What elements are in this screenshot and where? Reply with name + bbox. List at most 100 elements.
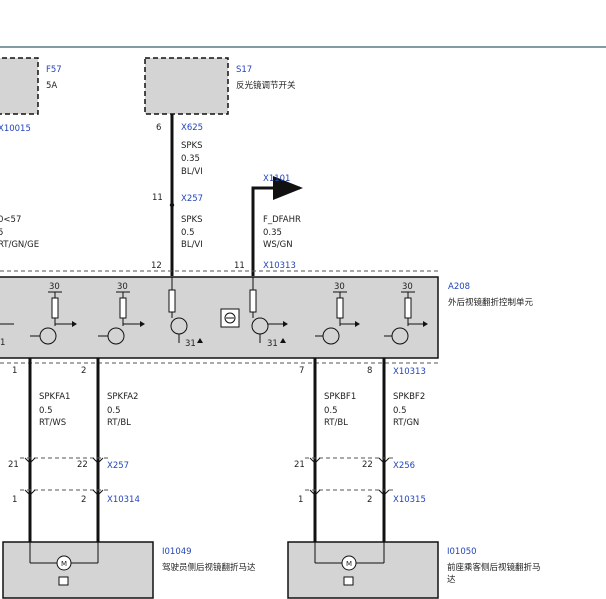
fuse-f57[interactable]: F57 5A X10015 — [0, 57, 62, 134]
left-edge-pin: 1 — [0, 338, 5, 348]
connector-cup-right — [378, 489, 390, 496]
wire-fdfahr[interactable] — [251, 176, 303, 276]
wire-signal: SPKS — [181, 141, 203, 151]
connector-x256[interactable]: 21 22 X256 — [294, 457, 415, 491]
connector-pin-a: 21 — [294, 460, 305, 470]
x1101-label: X1101 — [263, 174, 290, 184]
connector-id: X257 — [107, 461, 129, 471]
wire-gauge: 0.35 — [181, 154, 200, 164]
motor-icon — [56, 555, 72, 571]
connector-x10315[interactable]: 1 2 X10315 — [298, 489, 426, 505]
wire-color: RT/BL — [107, 418, 131, 428]
motor-i01049[interactable]: M I01049 驾驶员侧后视镜翻折马达 — [2, 541, 256, 599]
resistor — [168, 289, 176, 313]
wire-fdfahr-label: F_DFAHR 0.35 WS/GN — [263, 215, 301, 250]
transistor-4: 30 — [384, 282, 428, 345]
module-bottom-pin-8: 8 — [367, 366, 372, 376]
control-arrow-head — [355, 321, 360, 327]
connector-cup-right — [92, 457, 104, 464]
module-name: 外后视镜翻折控制单元 — [448, 297, 534, 308]
module-bottom-pin-1: 1 — [12, 366, 17, 376]
wire-signal: SPKS — [181, 215, 203, 225]
switch-name: 反光镜调节开关 — [236, 80, 296, 91]
wire-signal: SPKBF2 — [393, 392, 425, 402]
wire-signal: SPKBF1 — [324, 392, 356, 402]
motor-box — [2, 541, 154, 599]
connector-id: X10315 — [393, 495, 426, 505]
connector-pin-b: 22 — [362, 460, 373, 470]
motor-id: I01049 — [162, 547, 192, 557]
connector-x257-dot — [169, 202, 175, 208]
supply-label: 30 — [334, 282, 345, 292]
supply-label: 30 — [49, 282, 60, 292]
module-top-pin-11: 11 — [234, 261, 245, 271]
fuse-connector: X10015 — [0, 124, 31, 134]
motor-plug-icon — [58, 576, 69, 586]
connector-x10314[interactable]: 1 2 X10314 — [12, 489, 140, 505]
switch-s17[interactable]: S17 反光镜调节开关 6 X625 — [144, 57, 296, 133]
wire-color: RT/WS — [39, 418, 66, 428]
fuse-f57-box — [0, 57, 39, 115]
resistor — [249, 289, 257, 313]
connector-cup-left — [309, 457, 321, 464]
fuse-rating: 5A — [46, 81, 57, 91]
wire-color: RT/GN/GE — [0, 240, 39, 250]
left-partial-wire-label: 0<57 5 RT/GN/GE — [0, 215, 39, 250]
module-bottom-connector: X10313 — [393, 367, 426, 377]
module-bottom-pin-7: 7 — [299, 366, 304, 376]
module-bottom-pin-2: 2 — [81, 366, 86, 376]
module-a208[interactable]: A208 外后视镜翻折控制单元 30 30 — [0, 276, 534, 359]
ground-symbol — [197, 338, 203, 343]
connector-cup-left — [309, 489, 321, 496]
connector-x257-id: X257 — [181, 194, 203, 204]
control-arrow-head — [72, 321, 77, 327]
fuse-id: F57 — [46, 65, 62, 75]
switch-s17-box — [144, 57, 229, 115]
wire-signal: F_DFAHR — [263, 215, 301, 225]
wire-gauge: 0.35 — [263, 228, 282, 238]
connector-cup-left — [24, 489, 36, 496]
connector-pin-a: 1 — [12, 495, 17, 505]
connector-pin-b: 2 — [367, 495, 372, 505]
motor-symbol: M — [346, 560, 352, 568]
connector-cup-right — [92, 489, 104, 496]
wire-gauge: 0.5 — [107, 406, 121, 416]
wire-signal: 0<57 — [0, 215, 21, 225]
wire-color: BL/VI — [181, 240, 203, 250]
ic-core — [224, 312, 236, 324]
connector-id: X10314 — [107, 495, 140, 505]
wire-spkfa1-label: SPKFA1 0.5 RT/WS — [39, 392, 70, 428]
connector-pin-a: 1 — [298, 495, 303, 505]
wire-color: BL/VI — [181, 167, 203, 177]
wire-color: RT/GN — [393, 418, 419, 428]
connector-x257-pin: 11 — [152, 193, 163, 203]
wire-gauge: 0.5 — [324, 406, 338, 416]
wire-spkbf2-label: SPKBF2 0.5 RT/GN — [393, 392, 425, 428]
module-a208-box — [0, 276, 439, 359]
connector-x257-bottom[interactable]: 21 22 X257 — [8, 457, 129, 491]
ground-label: 31 — [185, 339, 196, 349]
ground-label: 31 — [267, 339, 278, 349]
connector-id: X256 — [393, 461, 415, 471]
resistor — [336, 297, 344, 319]
wire-spkfa2-label: SPKFA2 0.5 RT/BL — [107, 392, 138, 428]
motor-box — [287, 541, 439, 599]
switch-connector: X625 — [181, 123, 203, 133]
wire-gauge: 0.5 — [39, 406, 53, 416]
motor-name-cont: 达 — [447, 574, 456, 585]
motor-name: 前座乘客侧后视镜翻折马 — [447, 562, 541, 573]
module-top-pin-12: 12 — [151, 261, 162, 271]
wire-spks-lower-label: SPKS 0.5 BL/VI — [181, 215, 203, 250]
wire-signal: SPKFA1 — [39, 392, 70, 402]
resistor — [404, 297, 412, 319]
supply-label: 30 — [117, 282, 128, 292]
wire-gauge: 0.5 — [393, 406, 407, 416]
wire-color: WS/GN — [263, 240, 293, 250]
switch-pin: 6 — [156, 123, 161, 133]
connector-cup-left — [24, 457, 36, 464]
input-transistor-spks: 31 — [168, 277, 203, 349]
ground-symbol — [280, 338, 286, 343]
motor-plug-icon — [343, 576, 354, 586]
motor-i01050[interactable]: M I01050 前座乘客侧后视镜翻折马 达 — [287, 541, 541, 599]
